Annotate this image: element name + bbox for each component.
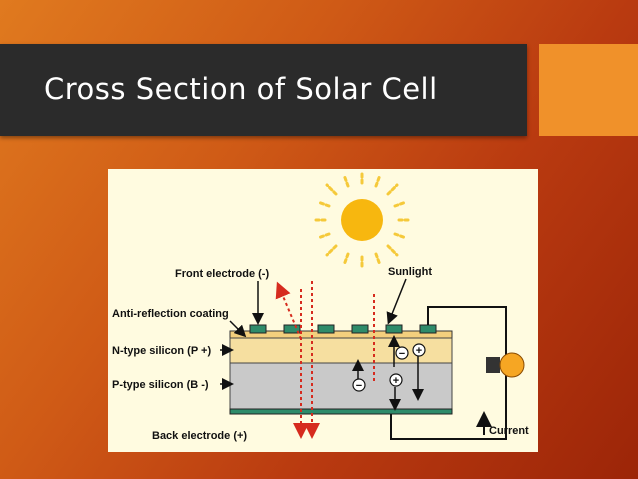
circuit-wire xyxy=(390,306,507,440)
front-electrode-label: Front electrode (-) xyxy=(175,268,269,280)
n-type-label: N-type silicon (P +) xyxy=(112,345,211,357)
electron-carrier-2: − xyxy=(352,378,366,392)
p-type-label: P-type silicon (B -) xyxy=(112,379,209,391)
p-type-layer xyxy=(229,362,453,410)
back-electrode-layer xyxy=(229,408,453,415)
back-electrode-label: Back electrode (+) xyxy=(152,430,247,442)
light-bulb-icon xyxy=(486,352,525,378)
sunlight-label: Sunlight xyxy=(388,266,432,278)
svg-text:+: + xyxy=(416,345,422,357)
solar-cell-diagram: − + − + Front electrode (-) Sunlight Ant… xyxy=(108,169,538,452)
anti-reflection-pointer xyxy=(229,320,247,338)
page-title: Cross Section of Solar Cell xyxy=(44,72,438,106)
title-bar: Cross Section of Solar Cell xyxy=(0,44,527,136)
svg-text:−: − xyxy=(399,348,405,360)
svg-text:−: − xyxy=(356,380,362,392)
sunlight-pointer xyxy=(386,278,407,325)
svg-text:+: + xyxy=(393,375,399,387)
sun-icon xyxy=(311,169,413,271)
anti-reflection-label: Anti-reflection coating xyxy=(112,308,229,320)
accent-box xyxy=(539,44,638,136)
front-electrodes xyxy=(249,324,437,334)
current-label: Current xyxy=(489,425,529,437)
electron-carrier-1: − xyxy=(395,346,409,360)
hole-carrier-1: + xyxy=(412,343,426,357)
hole-carrier-2: + xyxy=(389,373,403,387)
light-rays xyxy=(275,281,375,439)
